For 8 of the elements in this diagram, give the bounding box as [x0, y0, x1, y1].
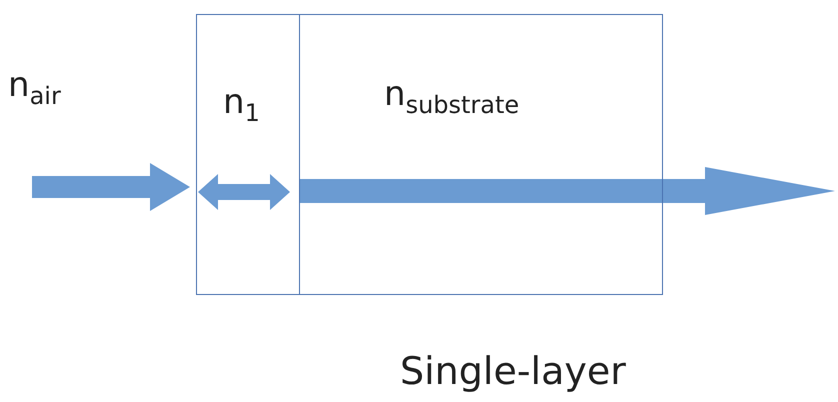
refractive-index-label: n$_{air}$ [8, 68, 61, 102]
caption-text: Single-layer [400, 352, 626, 390]
layer-box [196, 14, 300, 295]
block-arrow [300, 167, 835, 215]
block-arrow [32, 163, 190, 211]
refractive-index-label: n$_{1}$ [223, 85, 260, 119]
layer-box [299, 14, 663, 295]
refractive-index-label: n$_{substrate}$ [384, 77, 520, 111]
